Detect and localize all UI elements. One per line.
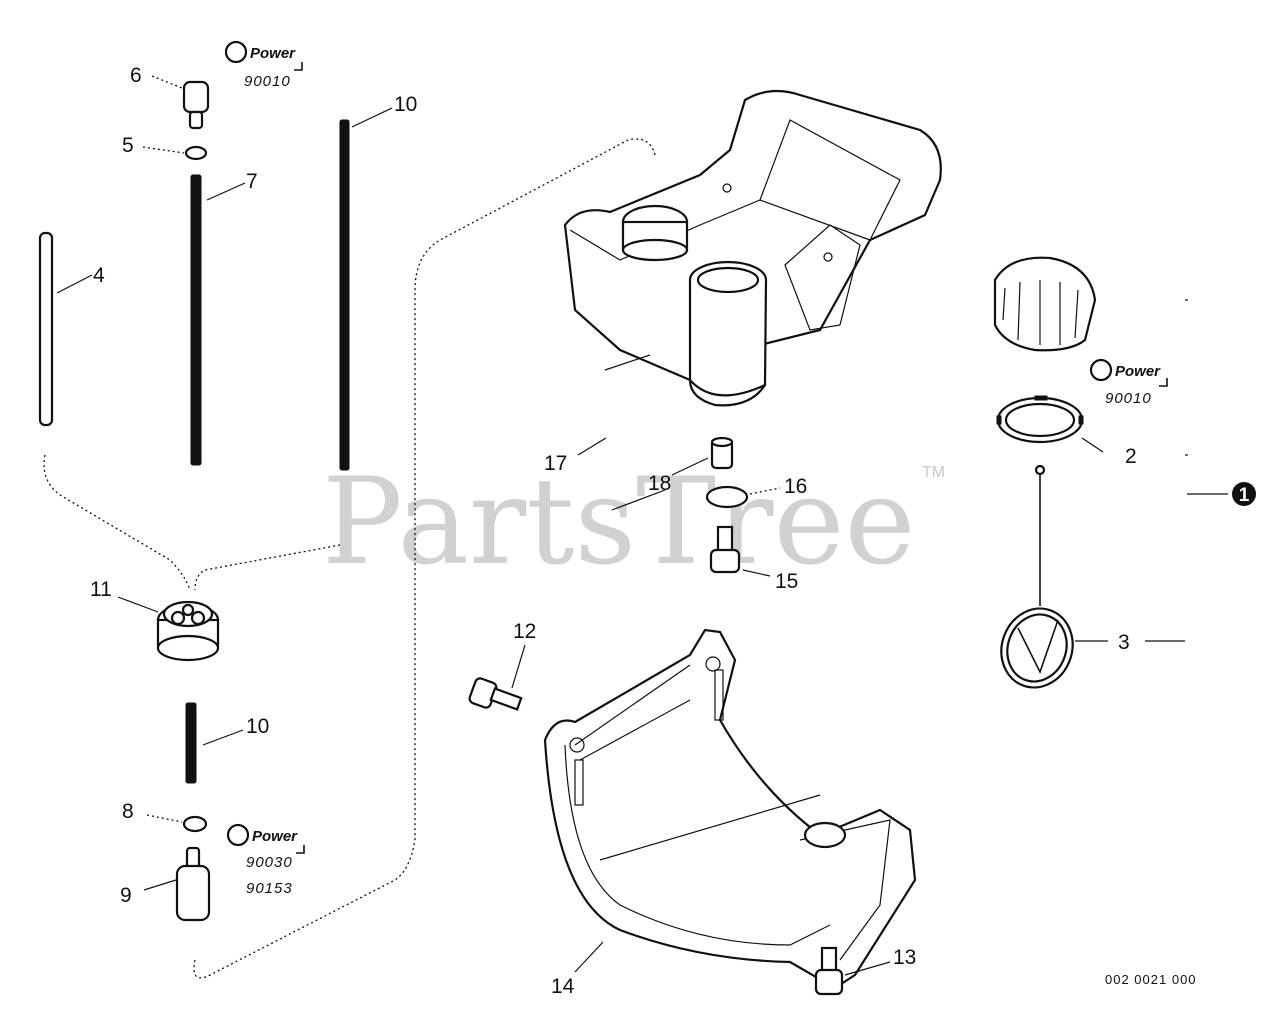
fuel-cap[interactable] xyxy=(993,256,1097,352)
bolt-part-12[interactable] xyxy=(468,677,523,711)
leader-14 xyxy=(574,941,604,973)
callout-15[interactable]: 15 xyxy=(775,570,798,593)
kit-logo-icon xyxy=(1089,358,1113,382)
kit-brand: Power xyxy=(250,45,296,62)
leader-4 xyxy=(56,274,93,294)
callout-11[interactable]: 11 xyxy=(90,578,112,601)
callout-17[interactable]: 17 xyxy=(544,452,567,475)
o-ring-part-8[interactable] xyxy=(182,815,208,833)
leader-12 xyxy=(511,644,526,689)
leader-13 xyxy=(844,961,891,976)
grommet-part-11[interactable] xyxy=(156,600,220,662)
callout-18[interactable]: 18 xyxy=(648,472,671,495)
leader-2 xyxy=(1081,437,1104,453)
kit-logo-icon xyxy=(224,40,248,64)
fuel-tank-part-17[interactable] xyxy=(563,89,942,407)
kit-number: 90153 xyxy=(246,880,293,897)
gasket-part-2[interactable] xyxy=(996,395,1084,444)
watermark-text: PartsTree xyxy=(322,453,916,592)
kit-logo-icon xyxy=(226,823,250,847)
bolt-part-13[interactable] xyxy=(814,946,844,996)
callout-9[interactable]: 9 xyxy=(120,884,132,907)
kit-badge-bottom-left[interactable]: Power 90030 90153 xyxy=(226,823,305,897)
fuel-line-part-10-lower[interactable] xyxy=(185,702,197,784)
kit-arrow-icon xyxy=(1159,378,1168,387)
o-ring-part-5[interactable] xyxy=(184,145,208,161)
leader-10-lower xyxy=(202,729,244,746)
watermark-trademark: TM xyxy=(922,464,945,481)
fitting-part-6[interactable] xyxy=(182,80,210,130)
callout-7[interactable]: 7 xyxy=(246,170,258,193)
callout-10-upper[interactable]: 10 xyxy=(394,93,417,116)
drawing-number: 002 0021 000 xyxy=(1105,972,1197,987)
callout-1-marker xyxy=(1232,482,1256,506)
leader-5 xyxy=(142,146,185,154)
tube-part-4[interactable] xyxy=(38,231,54,427)
callout-6[interactable]: 6 xyxy=(130,64,142,87)
callout-3[interactable]: 3 xyxy=(1118,631,1130,654)
leader-8 xyxy=(146,814,183,823)
callout-5[interactable]: 5 xyxy=(122,134,134,157)
screw-part-15[interactable] xyxy=(709,525,741,574)
leader-9 xyxy=(143,879,177,891)
callout-1[interactable]: 1 xyxy=(1239,485,1250,506)
kit-number: 90030 xyxy=(246,854,293,871)
assembly-dashed-line-left xyxy=(43,454,191,591)
fuel-filter-part-9[interactable] xyxy=(175,846,211,922)
leader-6 xyxy=(151,75,183,89)
bracket-part-14[interactable] xyxy=(543,628,917,990)
callout-16[interactable]: 16 xyxy=(784,475,807,498)
callout-2[interactable]: 2 xyxy=(1125,445,1137,468)
leader-15 xyxy=(742,569,771,577)
assembly-dashed-line-main xyxy=(193,138,656,979)
callout-14[interactable]: 14 xyxy=(551,975,575,998)
fuel-line-part-10-upper[interactable] xyxy=(339,119,350,471)
leader-7 xyxy=(206,182,246,201)
retainer-part-3[interactable] xyxy=(990,464,1083,698)
assembly-dashed-line-right xyxy=(194,544,341,591)
kit-brand: Power xyxy=(252,828,298,845)
kit-arrow-icon xyxy=(296,845,305,854)
callout-8[interactable]: 8 xyxy=(122,800,134,823)
fuel-line-part-7[interactable] xyxy=(190,174,202,466)
leader-17 xyxy=(577,437,607,456)
callout-10-lower[interactable]: 10 xyxy=(246,715,269,738)
leader-16 xyxy=(749,487,781,495)
callout-4[interactable]: 4 xyxy=(93,264,105,287)
kit-badge-top-left[interactable]: Power 90010 xyxy=(224,40,303,90)
leader-11 xyxy=(117,596,159,613)
callout-12[interactable]: 12 xyxy=(513,620,536,643)
kit-number: 90010 xyxy=(1105,390,1152,407)
tank-detail-line xyxy=(604,354,651,371)
pin-part-18[interactable] xyxy=(710,436,734,470)
leader-10-upper xyxy=(351,107,393,128)
kit-badge-right[interactable]: Power 90010 xyxy=(1089,358,1168,407)
leader-18 xyxy=(671,457,709,476)
kit-number: 90010 xyxy=(244,73,291,90)
leader-18-extra xyxy=(611,489,666,511)
callout-13[interactable]: 13 xyxy=(893,946,916,969)
kit-brand: Power xyxy=(1115,363,1161,380)
kit-arrow-icon xyxy=(294,62,303,71)
washer-part-16[interactable] xyxy=(705,485,749,509)
